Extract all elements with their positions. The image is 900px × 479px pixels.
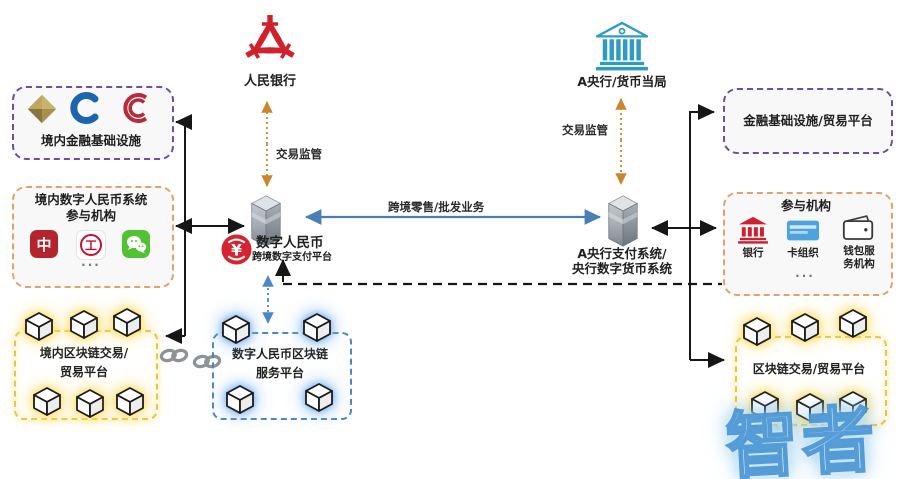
yuan-glyph: ¥ [231, 241, 242, 259]
bank-red-icon [738, 216, 768, 244]
server-icon [604, 193, 642, 248]
block-cube-icon [113, 386, 147, 416]
foreign-system-line-2: 央行数字货币系统 [571, 261, 672, 276]
pboc-label: 人民银行 [243, 74, 296, 89]
supervision-left-label: 交易监管 [276, 147, 322, 161]
block-cube-icon [836, 308, 870, 338]
block-cube-icon [302, 382, 336, 412]
domestic-participants-title-1: 境内数字人民币系统 [34, 192, 148, 207]
chain-link-icon [158, 345, 190, 366]
foreign-cb-label: A央行/货币当局 [577, 74, 667, 89]
block-cube-icon [73, 388, 107, 418]
ecny-blockchain-line-2: 服务平台 [255, 366, 304, 380]
icbc-app-icon: 工 [76, 230, 106, 260]
ecny-blockchain-box [212, 332, 352, 420]
blue-swirl-logo [70, 92, 99, 124]
domestic-infra-label: 境内金融基础设施 [40, 133, 141, 148]
bank-building-icon [595, 21, 649, 71]
block-cube-icon [788, 312, 822, 342]
foreign-participants-title: 参与机构 [780, 198, 831, 213]
foreign-blockchain-label: 区块链交易/贸易平台 [752, 362, 866, 376]
boc-app-icon: 中 [30, 230, 58, 258]
card-icon [786, 220, 820, 241]
bank-label: 银行 [742, 247, 764, 259]
wallet-icon [842, 215, 874, 240]
red-rings-logo [123, 93, 148, 123]
block-cube-icon [67, 309, 101, 339]
domestic-blockchain-line-2: 贸易平台 [59, 365, 108, 379]
ecny-yuan-icon: ¥ [221, 234, 252, 265]
block-cube-icon [300, 312, 334, 342]
block-cube-icon [223, 384, 257, 414]
domestic-participants-ellipsis: ... [81, 255, 101, 269]
domestic-participants-title-2: 参与机构 [65, 208, 116, 223]
domestic-blockchain-line-1: 境内区块链交易/ [39, 346, 129, 360]
supervision-right-label: 交易监管 [562, 123, 608, 137]
pboc-emblem-icon [245, 15, 295, 59]
card-org-label: 卡组织 [787, 247, 819, 259]
ecny-blockchain-line-1: 数字人民币区块链 [231, 347, 328, 361]
wallet-service-label: 钱包服务机构 [843, 245, 875, 271]
gold-diamond-logo [27, 94, 57, 124]
foreign-infra-box: 金融基础设施/贸易平台 [723, 88, 893, 154]
ecny-platform-name: 数字人民币 [256, 235, 324, 251]
wechat-app-icon [122, 230, 150, 258]
foreign-system-line-1: A央行支付系统/ [577, 246, 667, 261]
foreign-infra-label: 金融基础设施/贸易平台 [743, 113, 873, 129]
block-cube-icon [219, 314, 253, 344]
block-cube-icon [22, 311, 56, 341]
block-cube-icon [110, 307, 144, 337]
boc-glyph: 中 [36, 235, 52, 254]
watermark-text: 智者 [723, 396, 882, 479]
ecny-platform-subtitle: 跨境数字支付平台 [252, 252, 332, 263]
block-cube-icon [30, 386, 64, 416]
icbc-glyph: 工 [85, 239, 97, 253]
foreign-participants-ellipsis: ... [795, 266, 815, 280]
cross-border-label: 跨境零售/批发业务 [388, 200, 485, 214]
block-cube-icon [740, 316, 774, 346]
foreign-participants-box [723, 192, 893, 296]
